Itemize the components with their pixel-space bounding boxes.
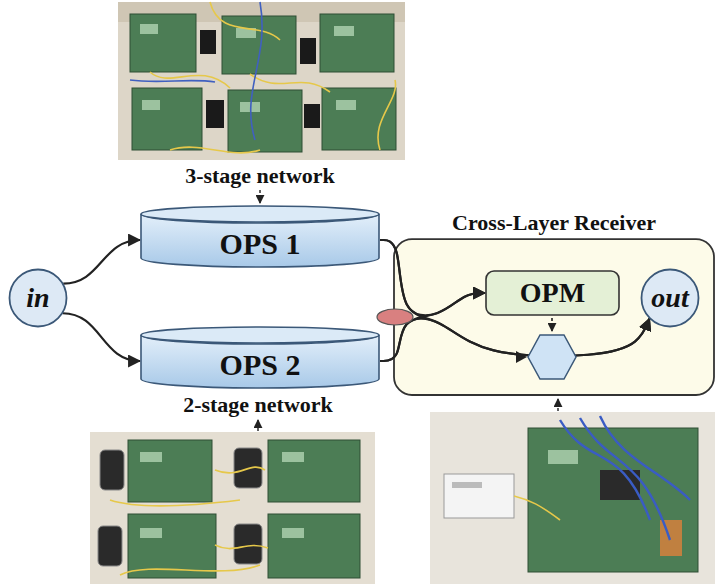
optical-module [300,38,316,64]
chip [548,450,578,464]
chip [336,100,356,110]
optical-module [206,100,224,128]
circle-outline [642,270,699,327]
photo-ground [90,432,375,584]
chip [282,452,304,462]
terminal-circle: in [8,268,68,328]
receiver-outline [394,239,714,395]
network-caption: 3-stage network [130,164,390,188]
network-caption: 2-stage network [128,393,388,417]
network-photo [90,432,375,584]
network-photo [118,2,405,160]
circuit-board [268,440,360,502]
chip [282,528,304,538]
optical-module [234,524,262,564]
cable [560,416,690,540]
chip [140,452,162,462]
monitor-box [444,474,514,518]
circuit-board [228,90,302,152]
cable [130,2,262,140]
circuit-board [528,428,698,572]
photo-ground [430,412,715,584]
switch-cylinder: OPS 2 [140,326,380,388]
circuit-board [128,514,216,578]
optical-splitter [377,309,413,325]
optical-module [98,526,122,566]
pointer-arrow [259,190,260,203]
optical-module [200,30,216,54]
receiver-panel: Cross-Layer ReceiverOPM out [393,205,715,395]
optical-module [304,104,320,128]
fiber-connector [63,313,140,361]
panel-heading: Cross-Layer Receiver [393,205,715,235]
circuit-board [132,88,202,150]
optical-switch [528,335,576,379]
chip [142,100,160,110]
optical-fiber [514,496,560,520]
photo-ground [118,2,405,160]
node-label: OPS 1 [220,227,301,260]
optical-fiber [110,467,268,575]
terminal-circle: out [640,268,700,328]
circuit-board [128,440,212,502]
circle-outline [10,270,67,327]
caption-text: 3-stage network [185,163,335,188]
cylinder-top [141,206,379,222]
circuit-board [320,14,394,72]
node-label: OPS 2 [220,348,301,381]
fiber-connector [380,240,649,356]
control-arrow [551,318,553,331]
circuit-board [322,88,396,150]
caption-text: 2-stage network [183,392,333,417]
circuit-board [130,14,196,72]
chip [140,528,162,538]
fiber-connector [380,319,649,361]
connector-block [660,520,682,556]
fiber-connector [380,293,485,361]
node-label: in [26,283,49,314]
chip [140,24,158,34]
cylinder-top [141,327,379,343]
monitor-label [452,482,482,488]
optical-module [100,450,124,490]
box-outline [486,271,619,315]
monitor-box: OPM [485,270,620,316]
node-label: out [651,283,688,314]
fiber-connector [63,240,140,284]
circuit-board [268,514,360,578]
chip [334,26,354,36]
arrowhead [516,351,527,363]
node-label: OPM [520,278,585,309]
optical-fiber [150,2,396,153]
switch-cylinder: OPS 1 [140,205,380,267]
circuit-board [222,16,296,74]
pointer-arrow [257,420,258,431]
pointer-arrow [557,399,558,411]
receiver-photo [430,412,715,584]
